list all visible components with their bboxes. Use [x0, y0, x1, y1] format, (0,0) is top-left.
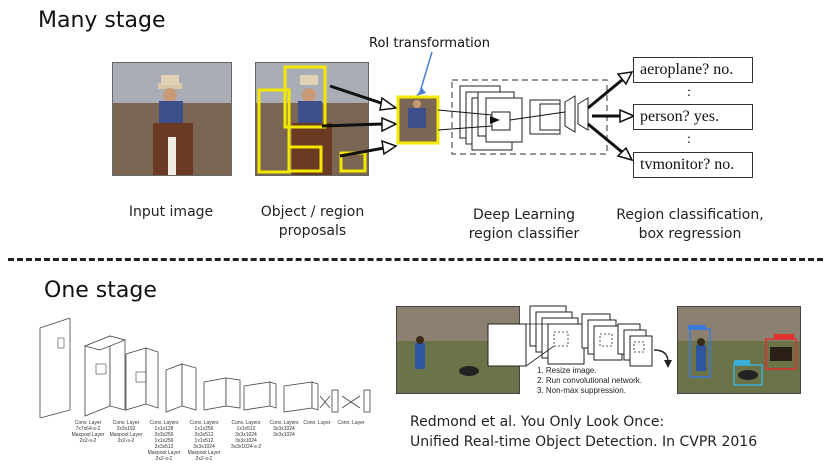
yolo-step-1: 1. Resize image.: [537, 366, 597, 375]
layer-label-3: Conv. Layers 1x1x128 3x3x256 1x1x256 3x3…: [147, 420, 181, 462]
caption-classifier: Deep Learning region classifier: [468, 207, 580, 242]
cowboy-photo-proposals: [256, 63, 368, 175]
yolo-architecture: [39, 318, 371, 418]
yolo-steps: 1. Resize image. 2. Run convolutional ne…: [537, 366, 642, 396]
stage-divider: [8, 258, 823, 261]
citation-line-1: Redmond et al. You Only Look Once:: [410, 414, 665, 430]
many-stage-title: Many stage: [38, 8, 166, 33]
citation-line-2: Unified Real-time Object Detection. In C…: [410, 434, 758, 450]
output-person: person? yes.: [633, 104, 753, 130]
citation: Redmond et al. You Only Look Once: Unifi…: [410, 412, 757, 452]
roi-label: RoI transformation: [369, 36, 490, 51]
yolo-network: [487, 305, 672, 368]
layer-label-5: Conv. Layers 1x1x512 3x3x1024 3x3x1024 3…: [230, 420, 262, 450]
layer-label-2: Conv. Layer 3x3x192 Maxpool Layer 2x2-s-…: [109, 420, 143, 444]
field-photo-detections: [678, 307, 800, 393]
layer-label-8: Conn. Layer: [337, 420, 365, 426]
layer-label-7: Conn. Layer: [303, 420, 331, 426]
ellipsis-2: :: [687, 132, 691, 147]
yolo-output-image: [677, 306, 801, 394]
cowboy-photo: [113, 63, 231, 175]
layer-label-1: Conv. Layer 7x7x64-s-2 Maxpool Layer 2x2…: [71, 420, 105, 444]
arrowhead-icon: [379, 96, 398, 111]
many-stage-arrows: [321, 51, 636, 162]
caption-proposals: Object / region proposals: [260, 204, 365, 239]
output-tvmonitor: tvmonitor? no.: [633, 152, 753, 178]
proposals-image: [255, 62, 369, 176]
layer-label-6: Conv. Layers 3x3x1024 3x3x1024: [269, 420, 299, 438]
ellipsis-1: :: [687, 85, 691, 100]
caption-classification: Region classification, box regression: [616, 207, 764, 242]
yolo-step-3: 3. Non-max suppression.: [537, 386, 626, 395]
output-aeroplane: aeroplane? no.: [633, 57, 753, 83]
yolo-step-2: 2. Run convolutional network.: [537, 376, 642, 385]
input-image: [112, 62, 232, 176]
caption-input-image: Input image: [128, 204, 214, 220]
roi-pointer-arrow: [419, 51, 433, 93]
layer-label-4: Conv. Layers 1x1x256 3x3x512 1x1x512 3x3…: [187, 420, 221, 462]
one-stage-title: One stage: [44, 278, 157, 303]
